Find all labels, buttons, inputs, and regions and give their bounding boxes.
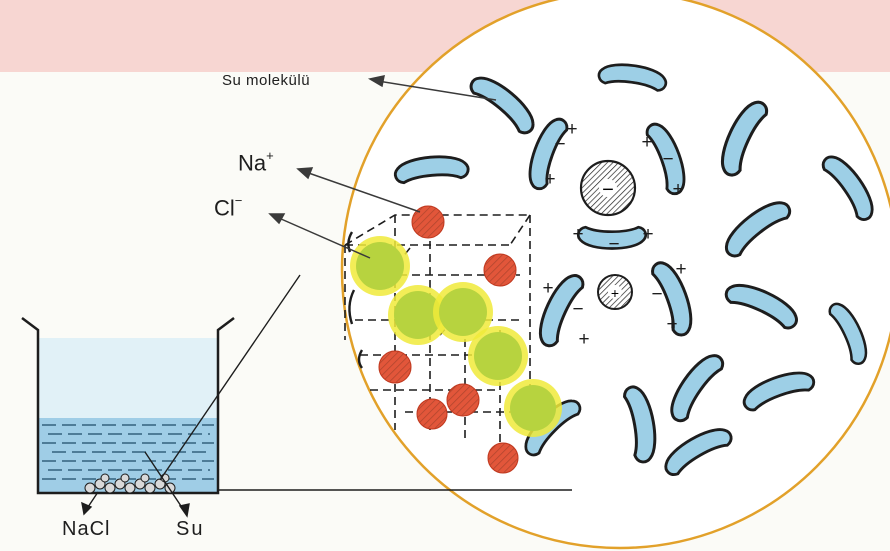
plus-sign: + bbox=[672, 179, 683, 200]
beaker bbox=[22, 318, 234, 493]
plus-sign: + bbox=[572, 224, 583, 245]
minus-sign: − bbox=[608, 234, 619, 255]
chloride-ion bbox=[474, 332, 522, 380]
minus-sign: − bbox=[572, 299, 583, 320]
ion-minus-sign: − bbox=[602, 179, 614, 201]
plus-sign: + bbox=[566, 119, 577, 140]
minus-sign: − bbox=[554, 134, 565, 155]
ion-plus-sign: + bbox=[611, 285, 619, 301]
chloride-ion bbox=[356, 242, 404, 290]
plus-sign: + bbox=[544, 169, 555, 190]
chloride-ion-label: Cl− bbox=[214, 195, 242, 221]
salt-label: NaCl bbox=[62, 518, 110, 541]
beaker-water bbox=[38, 418, 218, 493]
chloride-ion bbox=[439, 288, 487, 336]
plus-sign: + bbox=[641, 132, 652, 153]
water-label: Su bbox=[176, 518, 204, 541]
water-molecule-label: Su molekülü bbox=[222, 72, 310, 89]
plus-sign: + bbox=[675, 259, 686, 280]
minus-sign: − bbox=[651, 284, 662, 305]
chloride-ion bbox=[510, 385, 556, 431]
sodium-ion-label: Na+ bbox=[238, 150, 274, 176]
beaker-upper-tint bbox=[38, 338, 218, 418]
minus-sign: − bbox=[662, 149, 673, 170]
plus-sign: + bbox=[578, 329, 589, 350]
plus-sign: + bbox=[666, 314, 677, 335]
plus-sign: + bbox=[642, 224, 653, 245]
plus-sign: + bbox=[542, 278, 553, 299]
